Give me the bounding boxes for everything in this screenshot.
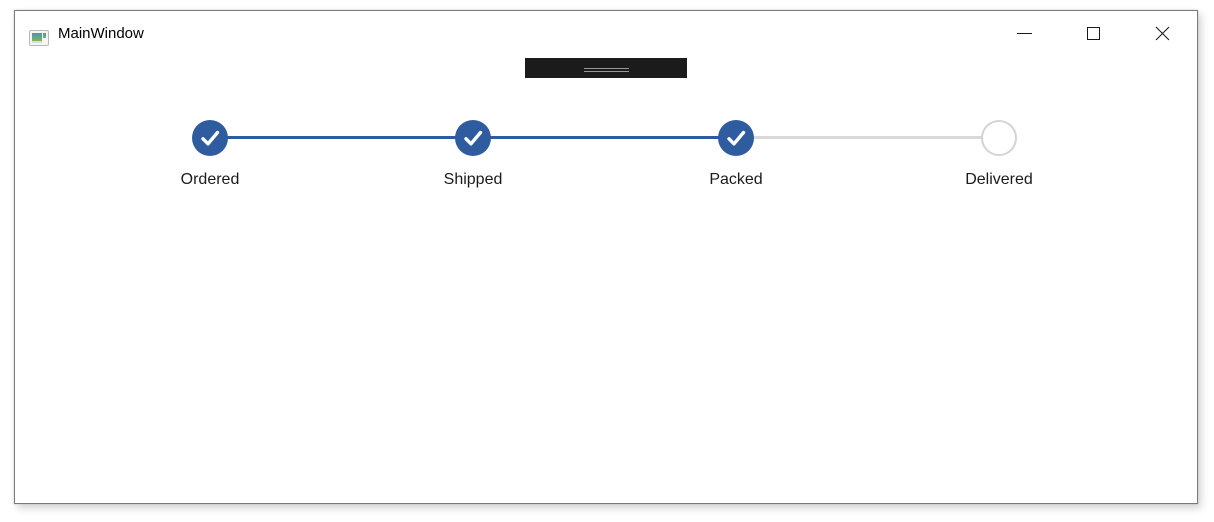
caption-buttons (990, 11, 1197, 56)
step-delivered-indicator (981, 120, 1017, 156)
app-icon[interactable] (29, 30, 49, 46)
close-button[interactable] (1128, 11, 1197, 56)
step-packed-indicator (718, 120, 754, 156)
maximize-button[interactable] (1059, 11, 1128, 56)
close-icon (1155, 26, 1170, 41)
order-status-stepper: Ordered Shipped Packed Delivered (181, 120, 1033, 210)
titlebar[interactable]: MainWindow (15, 11, 1197, 56)
step-label-delivered: Delivered (965, 171, 1033, 188)
app-icon-pane (32, 33, 42, 42)
step-label-ordered: Ordered (180, 171, 240, 188)
grip-lines-icon (583, 67, 629, 72)
step-label-packed: Packed (709, 171, 763, 188)
maximize-icon (1087, 27, 1100, 40)
app-icon-pane (32, 41, 42, 43)
minimize-icon (1017, 33, 1032, 34)
window-title: MainWindow (58, 25, 144, 42)
step-ordered-indicator (192, 120, 228, 156)
debug-toolbar-collapsed[interactable] (525, 58, 687, 78)
app-icon-pane (43, 33, 46, 38)
check-icon (727, 130, 746, 146)
main-window: MainWindow Ordered Shipped Packed Delivered (14, 10, 1198, 504)
minimize-button[interactable] (990, 11, 1059, 56)
check-icon (201, 130, 220, 146)
step-shipped-indicator (455, 120, 491, 156)
step-label-shipped: Shipped (443, 171, 503, 188)
check-icon (464, 130, 483, 146)
